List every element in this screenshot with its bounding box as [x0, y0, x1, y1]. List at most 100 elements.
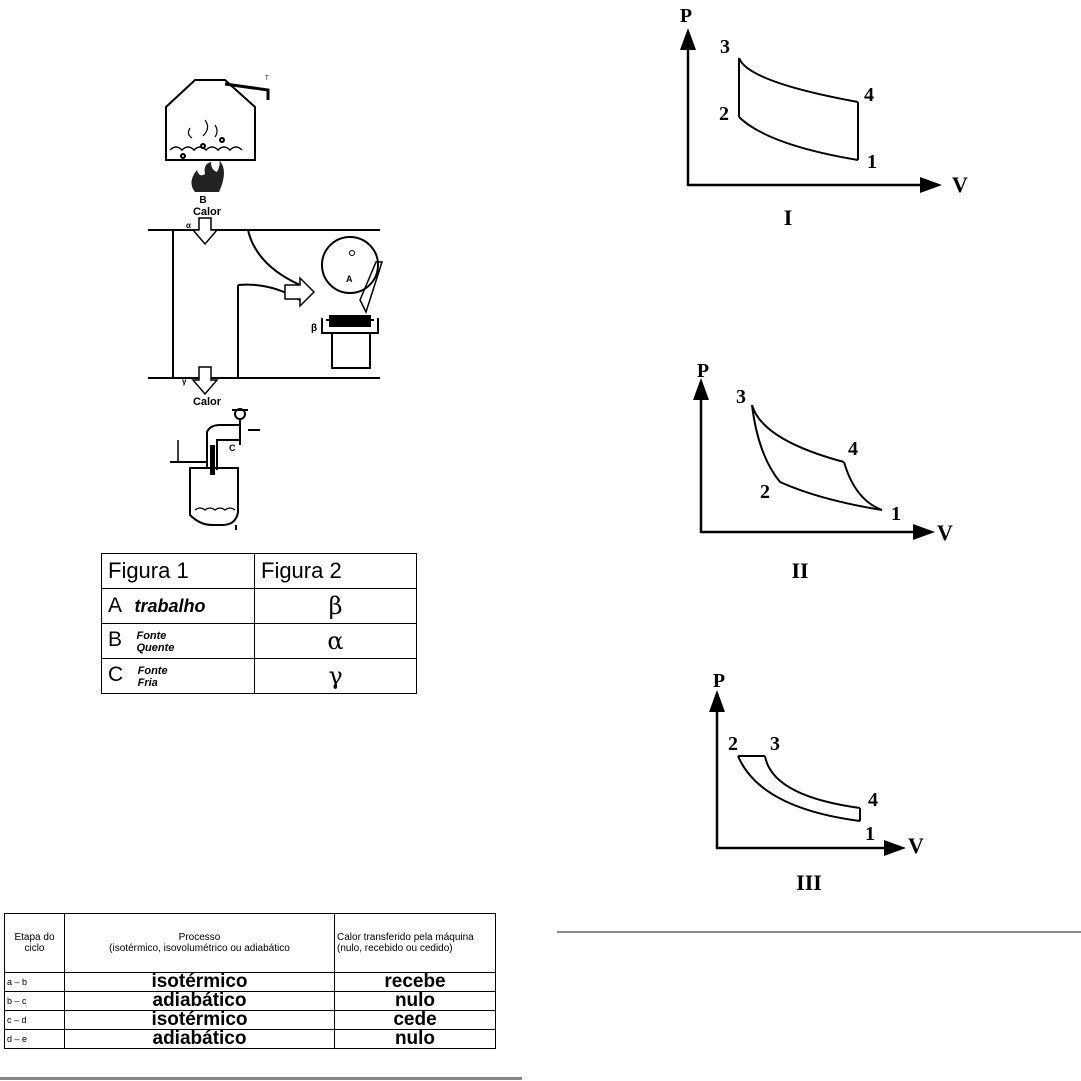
- row-greek: α: [254, 623, 417, 659]
- table-header-row: Etapa do ciclo Processo (isotérmico, iso…: [4, 913, 496, 973]
- label-P: P: [680, 5, 692, 27]
- label-A: A: [346, 274, 353, 284]
- cell-process: isotérmico: [64, 1010, 335, 1030]
- label-V: V: [937, 520, 953, 545]
- cell-heat: cede: [334, 1010, 496, 1030]
- point-4: 4: [864, 84, 874, 106]
- point-4: 4: [868, 789, 878, 811]
- label-beta: β: [311, 323, 317, 334]
- point-1: 1: [891, 503, 901, 525]
- v-axis-arrow-icon: [884, 840, 906, 856]
- cell-heat: nulo: [334, 991, 496, 1011]
- heat-engine-diagram: T B Calor α β A γ Calor: [148, 76, 384, 530]
- row-letter: B: [108, 628, 123, 652]
- row-word-line2: Fria: [137, 676, 158, 689]
- cycle-path-III: [737, 755, 861, 822]
- p-axis-arrow-icon: [709, 690, 725, 712]
- point-1: 1: [867, 151, 877, 173]
- cell-heat: recebe: [334, 972, 496, 992]
- table-row: c – d isotérmico cede: [4, 1010, 496, 1030]
- cell-stage: a – b: [4, 972, 65, 992]
- figure-mapping-table: Figura 1 Figura 2 A trabalho β B Fonte Q…: [101, 553, 417, 694]
- row-word-stack: Fonte Fria: [138, 665, 168, 689]
- diagram-label-I: I: [784, 205, 793, 230]
- table-row: d – e adiabático nulo: [4, 1029, 496, 1049]
- boiler: [165, 79, 270, 161]
- label-B: B: [199, 195, 206, 206]
- cycle-path-II: [751, 404, 883, 511]
- label-V: V: [908, 833, 924, 858]
- row-c-cell: C Fonte Fria: [101, 658, 255, 694]
- p-axis-arrow-icon: [693, 378, 709, 400]
- diagram-label-III: III: [796, 870, 822, 895]
- label-calor-top: Calor: [193, 206, 222, 218]
- header-stage: Etapa do ciclo: [4, 913, 65, 973]
- divider-left: [0, 1077, 522, 1080]
- point-2: 2: [719, 103, 729, 125]
- table-row: B Fonte Quente α: [101, 623, 417, 659]
- cell-stage: b – c: [4, 991, 65, 1011]
- pv-diagram-III: P V 2 3 4 1 III: [709, 670, 924, 895]
- header-figura-2: Figura 2: [254, 553, 417, 589]
- divider-right: [557, 931, 1081, 933]
- v-axis-arrow-icon: [913, 524, 935, 540]
- row-word-line1: Fonte: [136, 629, 167, 642]
- header-process: Processo (isotérmico, isovolumétrico ou …: [64, 913, 335, 973]
- down-arrow-icon: [191, 217, 219, 246]
- label-V: V: [952, 172, 968, 197]
- table-row: C Fonte Fria γ: [101, 658, 417, 694]
- condenser: [170, 408, 260, 530]
- row-letter: A: [108, 594, 123, 617]
- cell-stage: d – e: [4, 1029, 65, 1049]
- row-word-line1: Fonte: [137, 664, 168, 677]
- row-greek: γ: [254, 658, 417, 694]
- row-letter: C: [108, 663, 124, 687]
- v-axis-arrow-icon: [920, 177, 942, 193]
- cell-process: isotérmico: [64, 972, 335, 992]
- turbine: [321, 236, 384, 369]
- down-arrow-bottom-icon: [191, 366, 219, 396]
- row-b-cell: B Fonte Quente: [101, 623, 255, 659]
- table-header-row: Figura 1 Figura 2: [101, 553, 417, 589]
- table-row: A trabalho β: [101, 588, 417, 624]
- point-3: 3: [770, 733, 780, 755]
- cycle-path-I: [738, 57, 859, 161]
- point-2: 2: [760, 481, 770, 503]
- table-row: a – b isotérmico recebe: [4, 972, 496, 992]
- point-4: 4: [848, 438, 858, 460]
- p-axis-arrow-icon: [680, 28, 696, 50]
- header-heat: Calor transferido pela máquina (nulo, re…: [334, 913, 496, 973]
- row-word-line2: Quente: [136, 641, 175, 654]
- label-alpha: α: [186, 221, 191, 230]
- label-gamma: γ: [182, 377, 187, 386]
- cycle-process-table: Etapa do ciclo Processo (isotérmico, iso…: [4, 913, 496, 1049]
- label-calor-bottom: Calor: [193, 396, 222, 408]
- point-3: 3: [720, 36, 730, 58]
- row-word: trabalho: [134, 596, 206, 616]
- header-figura-1: Figura 1: [101, 553, 255, 589]
- row-greek: β: [254, 588, 417, 624]
- pv-diagram-II: P V 3 2 4 1 II: [693, 360, 953, 583]
- engine-frame: [148, 229, 380, 379]
- row-word-stack: Fonte Quente: [136, 630, 174, 654]
- point-2: 2: [728, 733, 738, 755]
- condenser-column: [210, 445, 215, 475]
- svg-text:T: T: [265, 76, 269, 82]
- right-arrow-icon: [284, 276, 316, 308]
- pv-diagram-I: P V 3 2 4 1 I: [680, 5, 968, 230]
- cell-process: adiabático: [64, 1029, 335, 1049]
- header-process-title: Processo: [178, 932, 221, 943]
- point-3: 3: [736, 386, 746, 408]
- table-row: b – c adiabático nulo: [4, 991, 496, 1011]
- label-C: C: [229, 443, 236, 453]
- point-1: 1: [865, 823, 875, 845]
- label-P: P: [697, 360, 709, 382]
- cell-stage: c – d: [4, 1010, 65, 1030]
- header-process-sub: (isotérmico, isovolumétrico ou adiabátic…: [109, 943, 290, 954]
- row-a-cell: A trabalho: [101, 588, 255, 624]
- flame-icon: [191, 160, 224, 192]
- cell-heat: nulo: [334, 1029, 496, 1049]
- cell-process: adiabático: [64, 991, 335, 1011]
- diagram-label-II: II: [791, 558, 808, 583]
- label-P: P: [713, 670, 725, 692]
